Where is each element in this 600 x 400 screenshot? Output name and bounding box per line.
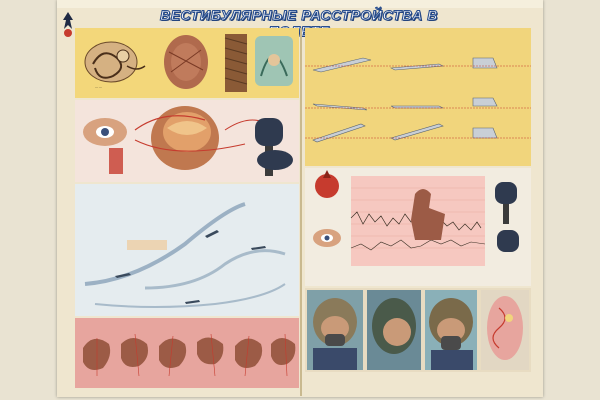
aircraft-icon [115,230,266,304]
head-profile-icon [164,35,208,89]
panel-trajectories [75,184,299,316]
pilot-helmet-icon [307,290,529,370]
panel-head-tilts [75,318,299,388]
panel-physiological-reactions [305,168,531,286]
panel-functional-links [75,100,299,182]
ear-anatomy-icon: — — [84,34,293,92]
poster: ВЕСТИБУЛЯРНЫЕ РАССТРОЙСТВА В ПОЛЕТЕ [57,0,543,397]
panel-aircraft-illusions [305,28,531,166]
header-strip [57,0,543,8]
column-divider [300,28,302,396]
panel-ear-anatomy: — — [75,28,299,98]
panel-pilot-helmets [305,288,531,372]
heart-icon [315,170,339,198]
svg-text:— —: — — [95,85,102,89]
hand-control-icon [255,118,293,176]
emblem-icon [63,12,73,37]
